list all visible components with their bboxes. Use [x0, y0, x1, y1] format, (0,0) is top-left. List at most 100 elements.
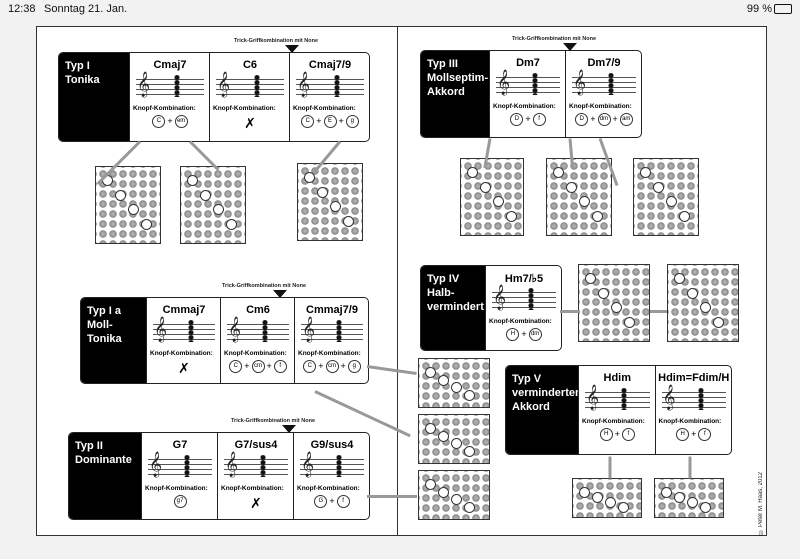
bass-button-icon: H [506, 328, 520, 341]
button-highlight [141, 218, 152, 230]
combo-symbol: + [340, 360, 346, 371]
chord-cell: G7/sus4𝄞Knopf-Kombination:✗ [217, 433, 294, 519]
combo-symbol: + [338, 115, 344, 126]
combo-symbol: + [691, 428, 697, 439]
knopf-label: Knopf-Kombination: [145, 485, 208, 492]
music-staff: 𝄞 [492, 284, 556, 310]
treble-clef-icon: 𝄞 [662, 384, 676, 409]
chord-name: C6 [242, 59, 258, 71]
button-highlight [506, 210, 517, 222]
button-highlight [566, 181, 577, 193]
bass-button-icon: g [347, 360, 361, 373]
chord-name: Dm7/9 [587, 57, 621, 69]
bass-button-icon: f [532, 113, 546, 126]
bass-button-icon: C [303, 360, 317, 373]
combo-symbol: + [329, 495, 335, 506]
combo-symbol: ✗ [178, 360, 190, 376]
button-highlight [679, 210, 690, 222]
button-highlight [585, 273, 596, 284]
button-highlight [128, 204, 139, 215]
treble-clef-icon: 𝄞 [573, 69, 587, 94]
button-highlight [653, 181, 664, 193]
treble-clef-icon: 𝄞 [154, 316, 168, 341]
button-highlight [579, 487, 590, 498]
bass-button-icon: C [301, 115, 315, 128]
status-bar: 12:38 Sonntag 21. Jan. 99 % [0, 0, 800, 18]
knopf-label: Knopf-Kombination: [582, 418, 645, 425]
knopf-label: Knopf-Kombination: [298, 350, 361, 357]
button-highlight [579, 196, 590, 207]
arrow-down-icon [285, 45, 299, 53]
bass-button-icon: C [152, 115, 166, 128]
button-highlight [187, 175, 198, 186]
button-highlight [317, 186, 328, 198]
button-highlight [451, 438, 462, 449]
button-board [546, 158, 612, 236]
chord-cell: Cmaj7/9𝄞Knopf-Kombination:C+E+g [289, 53, 369, 141]
connector-line [650, 310, 667, 313]
music-staff: 𝄞 [661, 384, 726, 410]
button-board [578, 264, 650, 342]
arrow-down-icon [563, 43, 577, 51]
chord-notes [620, 388, 629, 410]
chord-notes [261, 320, 270, 342]
combo-symbol: + [612, 113, 618, 124]
chord-cell: Hdim𝄞Knopf-Kombination:H+f [578, 366, 656, 454]
button-board [460, 158, 524, 236]
button-highlight [213, 204, 224, 215]
bass-button-icon: em [174, 115, 188, 128]
button-combination: C+em [130, 115, 210, 128]
status-battery: 99 % [746, 3, 772, 15]
button-combination: H+dm [486, 328, 561, 341]
treble-clef-icon: 𝄞 [497, 69, 511, 94]
knopf-label: Knopf-Kombination: [213, 105, 276, 112]
music-staff: 𝄞 [148, 451, 212, 477]
chord-notes [183, 455, 192, 477]
music-staff: 𝄞 [585, 384, 650, 410]
button-highlight [493, 196, 504, 207]
bass-button-icon: dm [528, 328, 542, 341]
button-highlight [592, 492, 603, 503]
chord-cell: Dm7𝄞Knopf-Kombination:D+f [489, 51, 566, 137]
bass-button-icon: cm [251, 360, 265, 373]
chord-cell: G7𝄞Knopf-Kombination:g7 [141, 433, 218, 519]
bass-button-icon: f [621, 428, 635, 441]
button-highlight [666, 196, 677, 207]
chord-notes [527, 288, 536, 310]
button-highlight [438, 486, 449, 498]
button-highlight [598, 287, 609, 299]
button-highlight [425, 423, 436, 434]
card-title: Typ I a Moll-Tonika [81, 298, 146, 383]
music-staff: 𝄞 [572, 69, 636, 95]
button-highlight [713, 316, 724, 328]
bass-button-icon: f [698, 428, 712, 441]
chord-name: Cmaj7 [153, 59, 187, 71]
chord-notes [187, 320, 196, 342]
button-board [654, 478, 724, 518]
treble-clef-icon: 𝄞 [493, 284, 507, 309]
knopf-label: Knopf-Kombination: [658, 418, 722, 425]
button-combination: H+f [579, 428, 656, 441]
button-highlight [304, 172, 315, 183]
button-board [667, 264, 739, 342]
bass-button-icon: D [510, 113, 524, 126]
music-staff: 𝄞 [153, 316, 215, 342]
button-combination: D+f [490, 113, 566, 126]
knopf-label: Knopf-Kombination: [569, 103, 632, 110]
button-highlight [343, 215, 354, 227]
combo-symbol: + [590, 113, 596, 124]
knopf-label: Knopf-Kombination: [293, 105, 356, 112]
button-highlight [700, 502, 711, 513]
chord-cell: Cmmaj7/9𝄞Knopf-Kombination:C+cm+g [294, 298, 368, 383]
treble-clef-icon: 𝄞 [228, 316, 242, 341]
button-combination: ✗ [218, 495, 294, 512]
button-board [418, 470, 490, 520]
chord-cell: Cmmaj7𝄞Knopf-Kombination:✗ [146, 298, 221, 383]
button-highlight [467, 167, 478, 178]
button-highlight [700, 302, 711, 313]
treble-clef-icon: 𝄞 [297, 71, 311, 96]
trick-note: Trick-Griffkombination mit None [234, 38, 319, 44]
